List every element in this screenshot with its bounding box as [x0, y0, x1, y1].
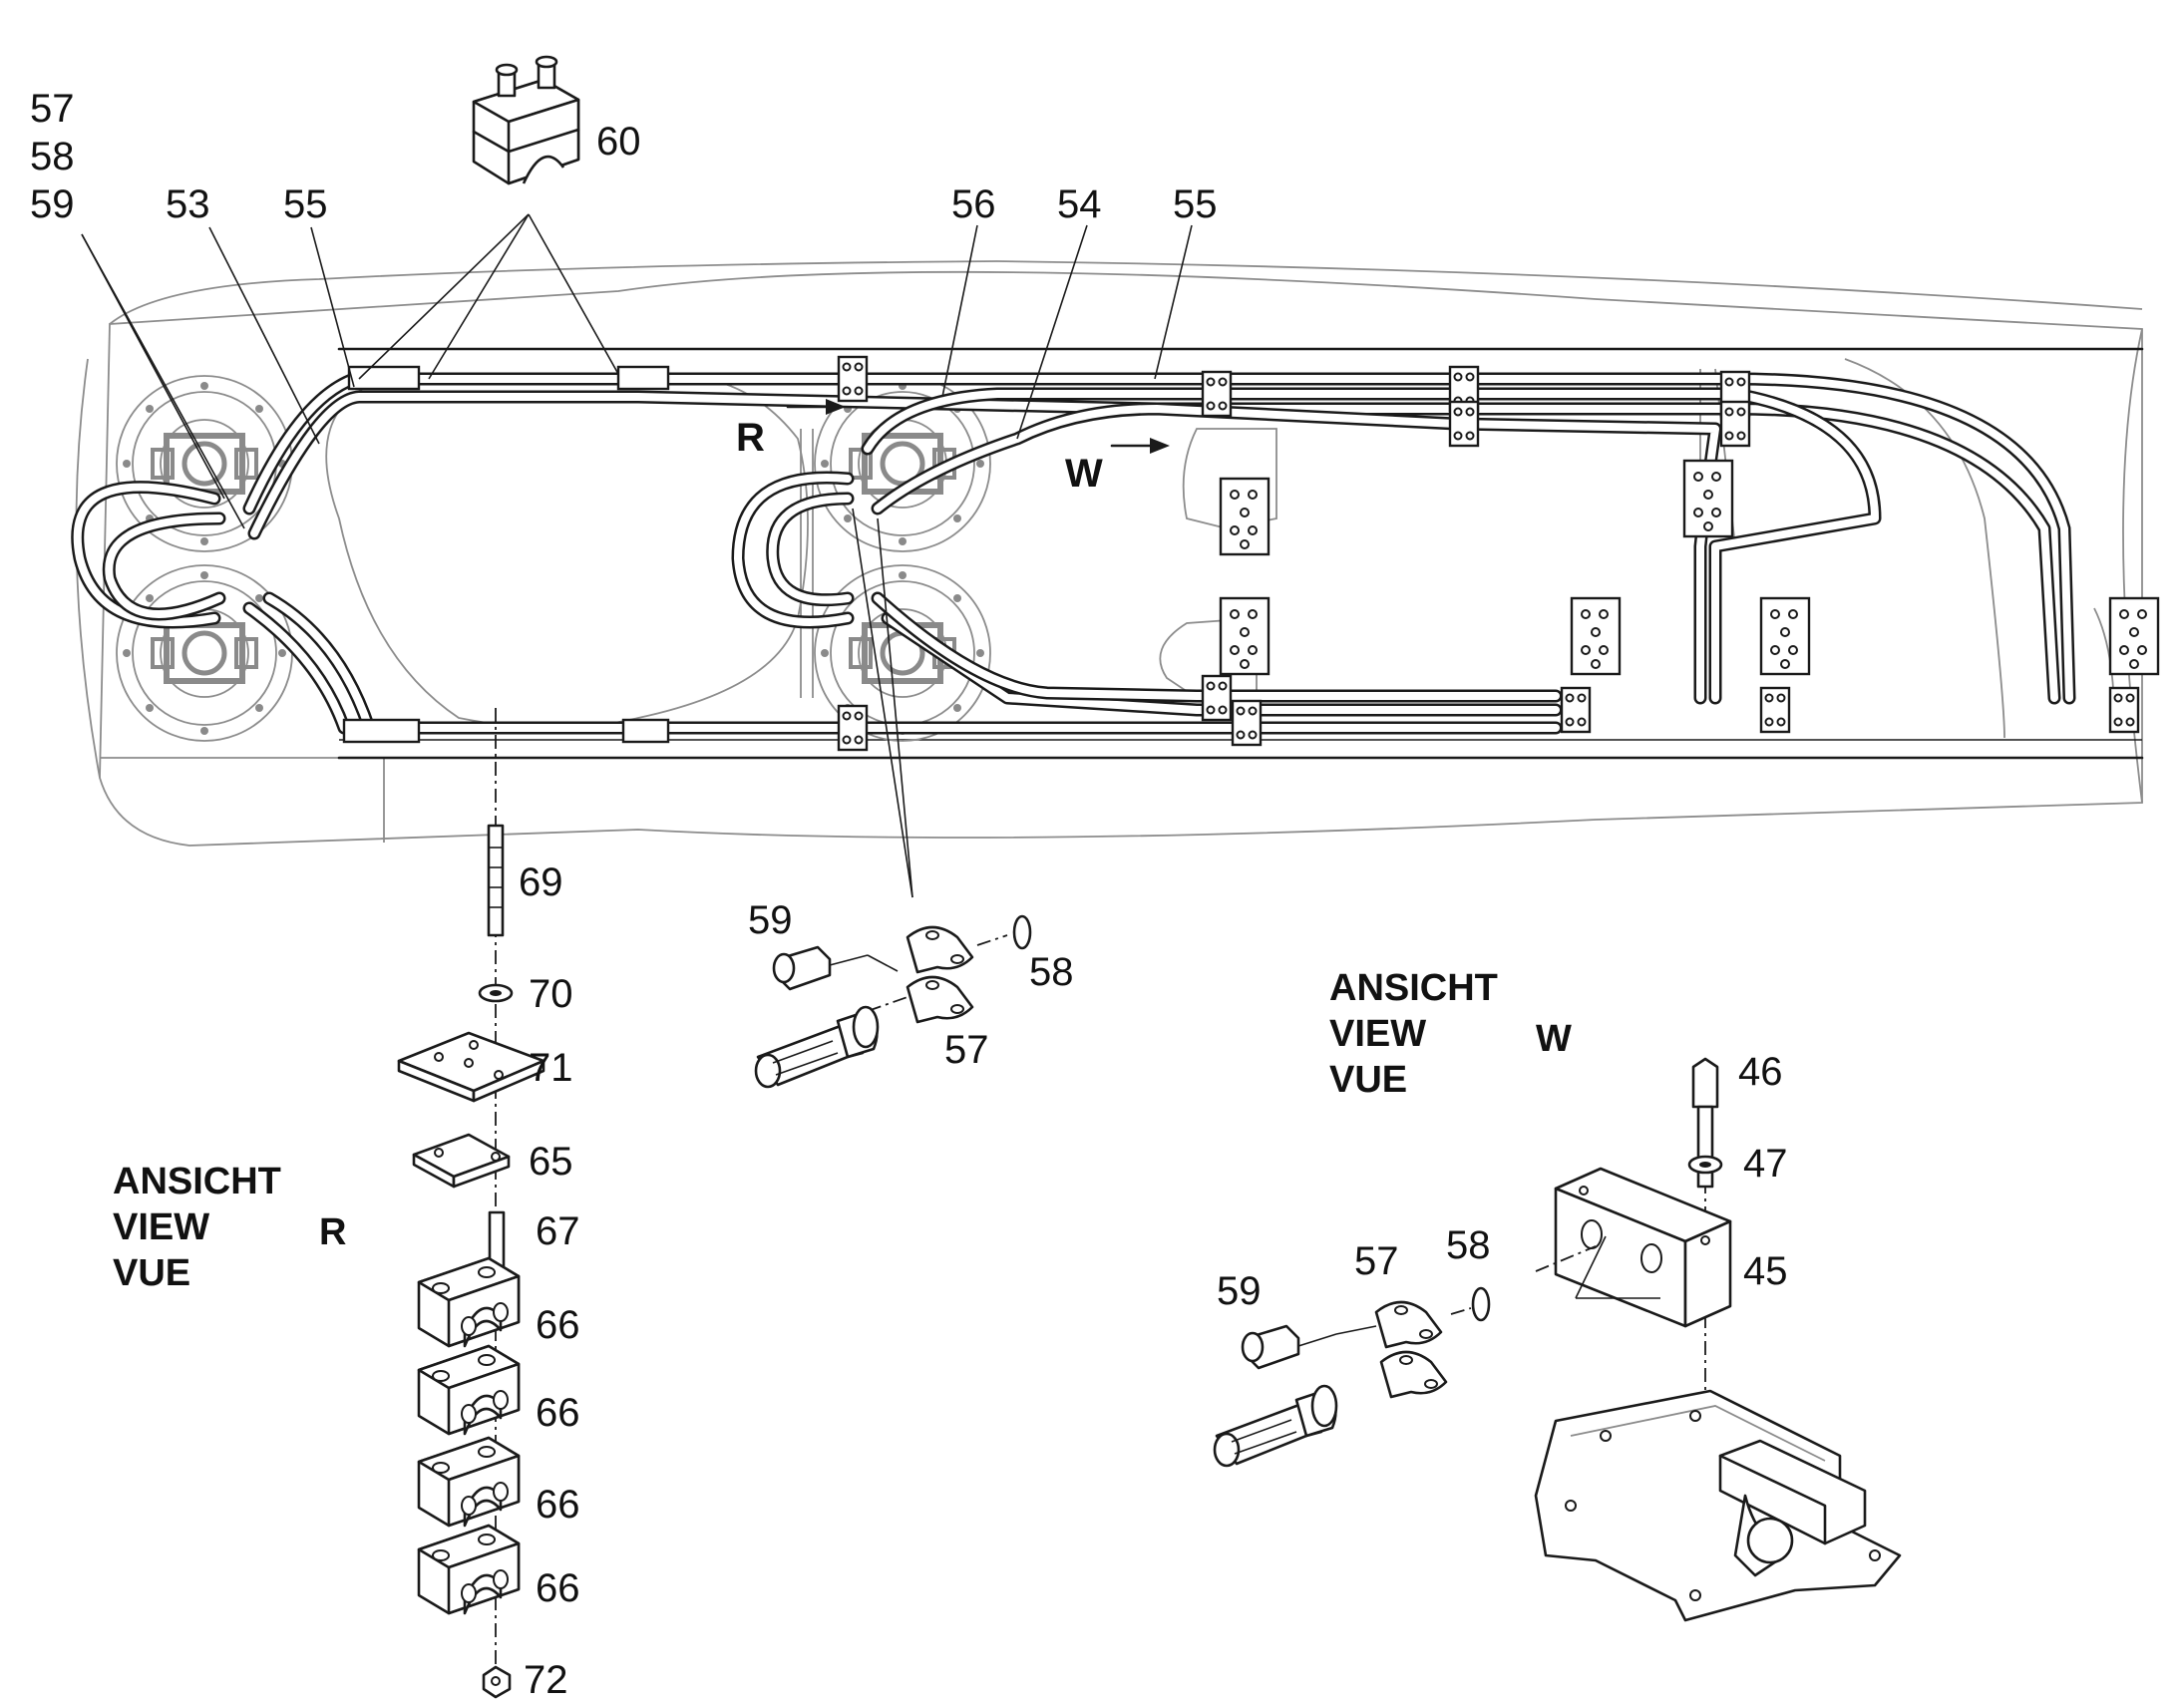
callout-71: 71 — [529, 1046, 573, 1090]
callout-57-mid: 57 — [944, 1028, 989, 1072]
hydraulic-motors — [117, 376, 990, 741]
callout-58-low: 58 — [1446, 1223, 1491, 1267]
callout-60: 60 — [596, 120, 641, 164]
callout-57-top: 57 — [30, 87, 75, 131]
callout-45: 45 — [1743, 1249, 1788, 1293]
view-w-title-letter: W — [1536, 1018, 1572, 1060]
leader-lines — [81, 213, 1193, 898]
view-w-title-line3: VUE — [1329, 1059, 1407, 1101]
view-r-title-line3: VUE — [113, 1252, 190, 1294]
callout-labels: 57 58 59 53 55 60 56 54 55 R W 69 70 71 … — [30, 87, 1788, 1702]
callout-66-b: 66 — [536, 1391, 580, 1435]
callout-47: 47 — [1743, 1142, 1788, 1186]
callout-55-left: 55 — [283, 182, 328, 226]
view-r-parts-stack — [397, 708, 545, 1699]
callout-69: 69 — [519, 860, 563, 904]
callout-57-low: 57 — [1354, 1239, 1399, 1283]
callout-58-top: 58 — [30, 135, 75, 178]
callout-66-a: 66 — [536, 1303, 580, 1347]
callout-67: 67 — [536, 1209, 580, 1253]
view-r-title-line2: VIEW — [113, 1206, 209, 1248]
callout-66-c: 66 — [536, 1483, 580, 1527]
view-w-title-line2: VIEW — [1329, 1013, 1426, 1055]
callout-59-mid: 59 — [748, 898, 793, 942]
view-w-title: ANSICHT VIEW VUE W — [1329, 967, 1572, 1101]
view-r-marker: R — [736, 416, 765, 460]
view-w-marker: W — [1065, 452, 1103, 496]
view-r-title: ANSICHT VIEW VUE R — [113, 1161, 346, 1294]
view-w-assembly — [1213, 1057, 1902, 1622]
callout-59-low: 59 — [1217, 1269, 1262, 1313]
callout-56: 56 — [951, 182, 996, 226]
callout-53: 53 — [166, 182, 210, 226]
view-r-title-letter: R — [319, 1211, 346, 1253]
clamp-assembly-60 — [472, 55, 580, 185]
callout-72: 72 — [524, 1658, 568, 1702]
callout-70: 70 — [529, 972, 573, 1016]
frame-clamp-blocks — [342, 355, 2160, 752]
callout-65: 65 — [529, 1140, 573, 1184]
hose-lines — [71, 372, 2076, 735]
view-r-title-line1: ANSICHT — [113, 1161, 281, 1202]
callout-59-top: 59 — [30, 182, 75, 226]
callout-58-mid: 58 — [1029, 950, 1074, 994]
callout-66-d: 66 — [536, 1566, 580, 1610]
view-w-title-line1: ANSICHT — [1329, 967, 1498, 1009]
callout-46: 46 — [1738, 1050, 1783, 1094]
callout-54: 54 — [1057, 182, 1102, 226]
callout-55-right: 55 — [1173, 182, 1218, 226]
flange-assembly-mid — [754, 914, 1032, 1089]
